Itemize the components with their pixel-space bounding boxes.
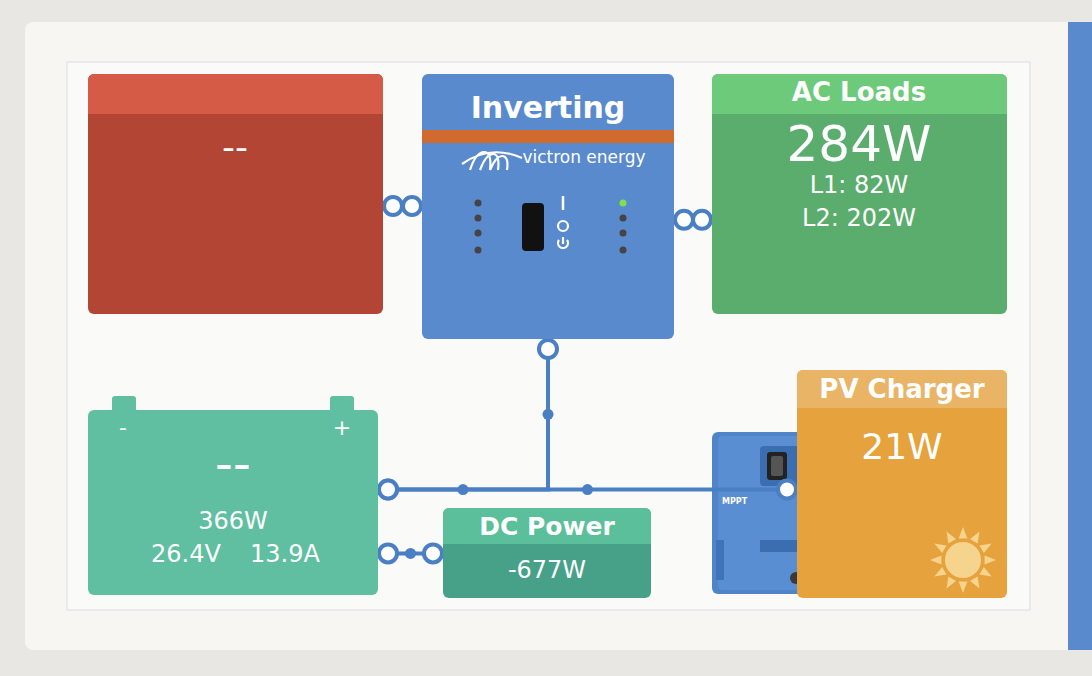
flow-dot (582, 484, 593, 495)
box-value: 284W (787, 116, 932, 174)
box-value: 26.4V (151, 541, 221, 569)
box-value: 13.9A (250, 541, 320, 569)
overview-frame (67, 62, 1030, 610)
connector (378, 339, 557, 499)
led (620, 230, 627, 237)
box-value: -677W (508, 557, 586, 585)
led (475, 230, 482, 237)
logo-mark (462, 152, 522, 170)
box-value: L2: 202W (802, 205, 916, 233)
connector-end (778, 481, 796, 499)
connector-end (675, 211, 693, 229)
box-title: Inverting (471, 91, 626, 126)
box-value: - (119, 415, 127, 440)
flow-dot (543, 409, 554, 420)
ac-input-box: -- (88, 74, 383, 314)
box-title: AC Loads (792, 78, 926, 108)
stripe (422, 130, 674, 143)
connector (378, 544, 443, 562)
connector-end (539, 340, 557, 358)
switch-mark (562, 196, 565, 210)
switch (522, 203, 544, 251)
box-value: 366W (198, 508, 268, 536)
led (620, 215, 627, 222)
box-value: 21W (861, 426, 942, 467)
led (475, 247, 482, 254)
led (475, 215, 482, 222)
pv-charger-box: PV Charger 21W (797, 370, 1007, 598)
device-label: MPPT (722, 498, 747, 507)
led (620, 200, 627, 207)
led (620, 247, 627, 254)
connector (674, 211, 712, 229)
connector-end (379, 481, 397, 499)
header-band (88, 74, 383, 114)
connector (383, 197, 422, 215)
connector-line (378, 339, 548, 490)
box-title: DC Power (479, 513, 615, 542)
box-value: L1: 82W (810, 172, 909, 200)
led (475, 200, 482, 207)
sun-ray (930, 527, 996, 593)
battery-box: - + -- 366W 26.4V 13.9A (88, 410, 378, 595)
box-value: -- (215, 436, 251, 494)
ac-loads-box: AC Loads 284WL1: 82W L2: 202W (712, 74, 1007, 314)
box-value: -- (222, 126, 248, 167)
sun-icon (797, 370, 1007, 598)
box-value: + (333, 415, 351, 440)
sun-disc (945, 542, 981, 578)
box-value: victron energy (522, 148, 645, 168)
connector-end (403, 197, 421, 215)
connector-end (379, 481, 397, 499)
mppt-device (712, 432, 804, 594)
dc-power-box: DC Power -677W (443, 508, 651, 598)
box-title: PV Charger (819, 375, 984, 405)
inverter-box: Inverting victron energy (422, 74, 674, 339)
power-symbol (558, 237, 568, 248)
switch-mark (558, 221, 568, 231)
card-panel (25, 22, 1075, 650)
connector-end (384, 197, 402, 215)
connector (378, 481, 797, 499)
flow-dot (405, 548, 416, 559)
connector-end (424, 544, 442, 562)
side-bar (1068, 22, 1092, 650)
connector-end (379, 544, 397, 562)
connector-end (693, 211, 711, 229)
